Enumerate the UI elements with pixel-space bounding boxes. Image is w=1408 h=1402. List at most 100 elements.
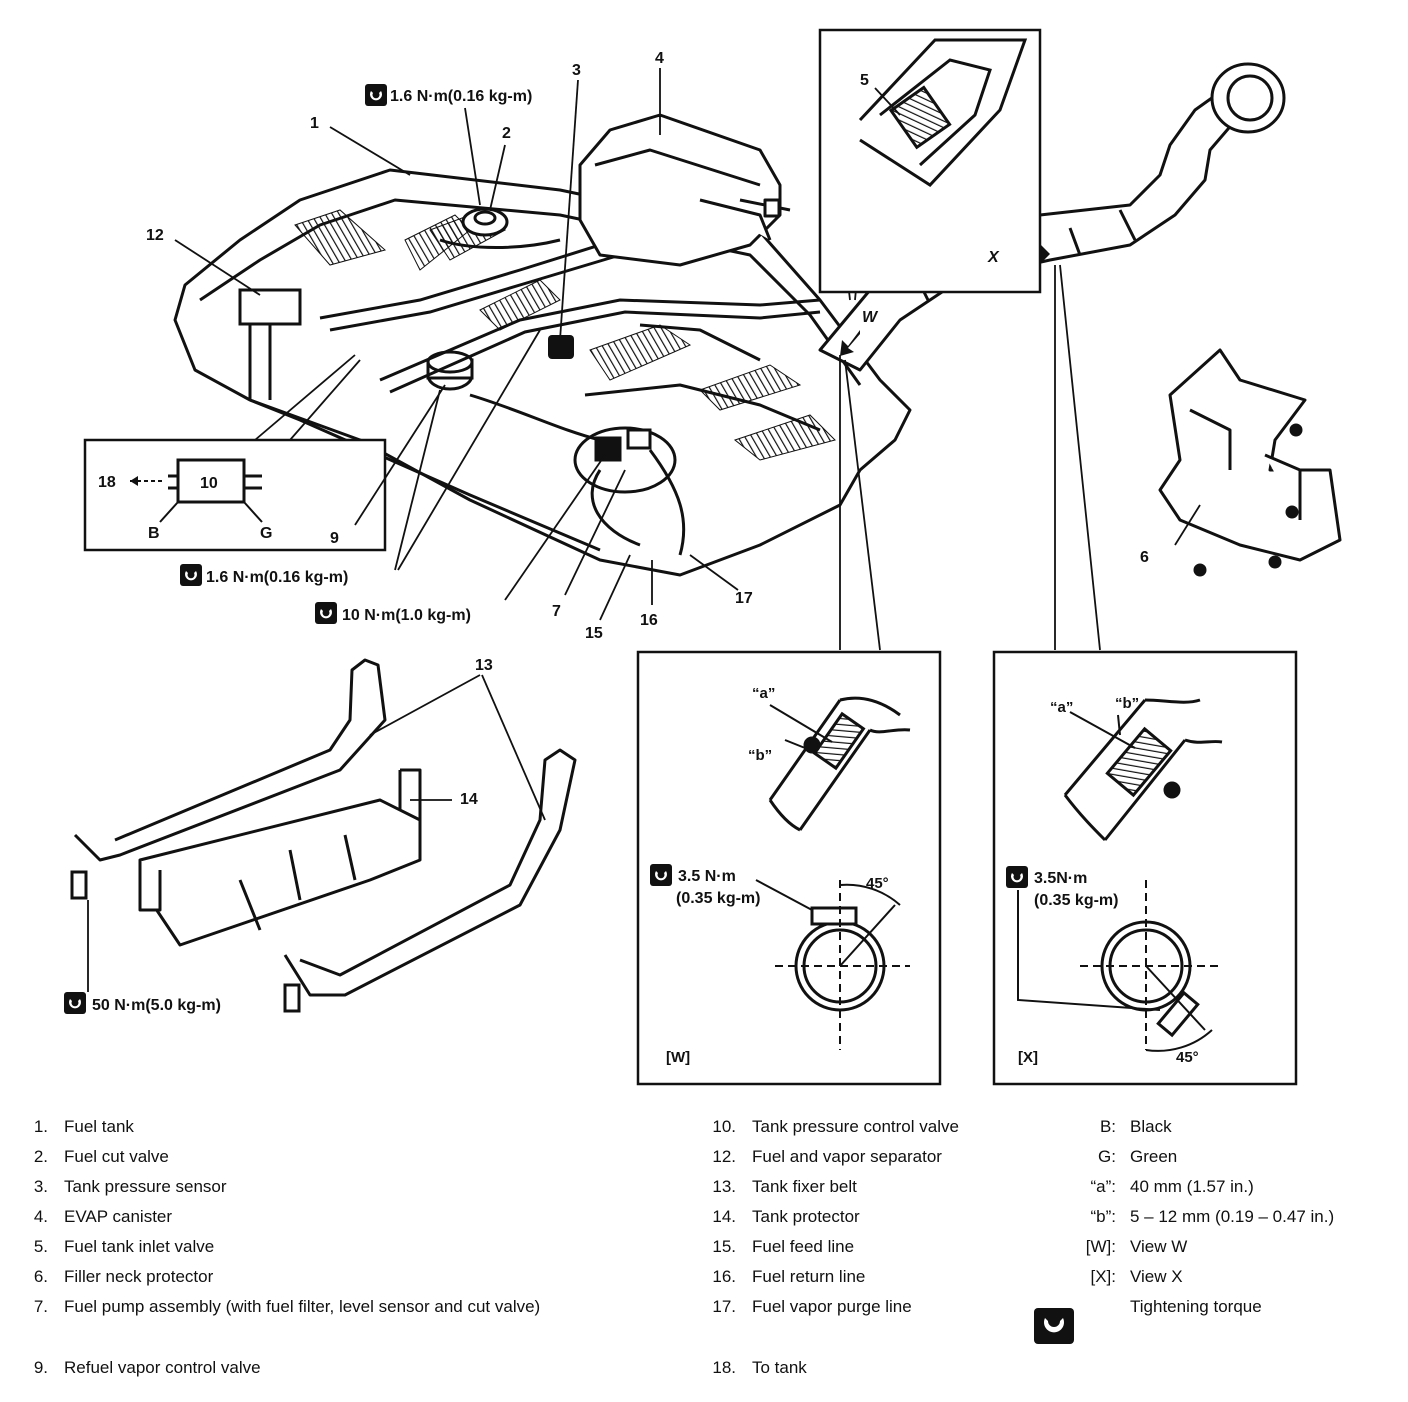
legend-text: Tank fixer belt	[752, 1177, 857, 1196]
legend-number: [X]:	[1090, 1267, 1116, 1286]
view-x-angle: 45°	[1176, 1049, 1199, 1066]
torque-icon	[650, 864, 672, 886]
pressure-control-valve-inset	[83, 438, 387, 552]
legend-number: 15.	[712, 1237, 736, 1256]
legend-text: Tightening torque	[1130, 1297, 1262, 1316]
legend-item: Tightening torque	[0, 1297, 1262, 1317]
legend-text: Filler neck protector	[64, 1267, 214, 1286]
torque-refuel-valve: 1.6 N·m(0.16 kg-m)	[206, 569, 348, 586]
legend-text: Fuel tank inlet valve	[64, 1237, 215, 1256]
callout-10: 10	[200, 475, 218, 492]
legend-text: EVAP canister	[64, 1207, 173, 1226]
callout-13: 13	[475, 657, 493, 674]
callout-4: 4	[655, 50, 664, 67]
legend-item: G: Green	[0, 1147, 1177, 1167]
callout-12: 12	[146, 227, 164, 244]
legend-text: View W	[1130, 1237, 1188, 1256]
view-w-b-label: “b”	[748, 747, 772, 764]
legend-number: 1.	[33, 1117, 48, 1136]
legend-item: [W]: View W	[0, 1237, 1188, 1257]
torque-labels: 1.6 N·m(0.16 kg-m) 1.6 N·m(0.16 kg-m) 10…	[64, 84, 1118, 1014]
callout-x: X	[987, 249, 1000, 266]
legend-number: 2.	[33, 1147, 48, 1166]
view-w-angle: 45°	[866, 875, 889, 892]
legend-item: 5. Fuel tank inlet valve	[0, 1237, 214, 1257]
legend-text: Tank pressure control valve	[752, 1117, 959, 1136]
callout-g: G	[260, 525, 272, 542]
legend-text: Black	[1130, 1117, 1172, 1136]
legend-text: View X	[1130, 1267, 1183, 1286]
legend-item: B:Black	[0, 1117, 1172, 1137]
tank-fixer-belt	[73, 658, 577, 997]
view-x-label: [X]	[1018, 1049, 1038, 1066]
legend-number: [W]:	[1085, 1237, 1116, 1256]
torque-fuel-cut-valve: 1.6 N·m(0.16 kg-m)	[390, 88, 532, 105]
legend-item: 13.Tank fixer belt	[0, 1177, 857, 1197]
legend-text: Refuel vapor control valve	[64, 1358, 261, 1377]
legend-item: 17.Fuel vapor purge line	[0, 1297, 911, 1317]
legend-item: “b”:5 – 12 mm (0.19 – 0.47 in.)	[0, 1207, 1335, 1227]
callout-3: 3	[572, 62, 581, 79]
callout-14: 14	[460, 791, 478, 808]
parts-legend: 1.Fuel tank 2. Fuel cut valve 3.Tank pressu…	[0, 1110, 1408, 1390]
torque-icon	[1006, 866, 1028, 888]
legend-item: 9.Refuel vapor control valve	[0, 1358, 261, 1378]
legend-item: 14.Tank protector	[0, 1207, 859, 1227]
legend-number: “a”:	[1090, 1177, 1117, 1196]
detail-view-w	[636, 650, 942, 1086]
fuel-vapor-separator	[238, 288, 302, 400]
legend-number: 14.	[712, 1207, 736, 1226]
callout-w: W	[862, 309, 879, 326]
legend-number: 10.	[712, 1117, 736, 1136]
legend-item: 6. Filler neck protector	[0, 1267, 213, 1287]
legend-number	[0, 1297, 1116, 1317]
torque-view-w-line2: (0.35 kg-m)	[676, 890, 760, 907]
view-w-a-label: “a”	[752, 685, 775, 702]
legend-number: 7.	[33, 1297, 48, 1316]
fuel-lines	[319, 226, 821, 556]
legend-item: 16. Fuel return line	[0, 1267, 865, 1287]
callout-16: 16	[640, 612, 658, 629]
legend-text: 40 mm (1.57 in.)	[1130, 1177, 1254, 1196]
view-x-b-label: “b”	[1115, 695, 1139, 712]
legend-item: 3.Tank pressure sensor	[0, 1177, 227, 1197]
legend-number: 5.	[33, 1237, 48, 1256]
callout-labels: 1 2 3 4 5 6 7 9 10 12 13 14 15 16 17 18 …	[98, 50, 1149, 808]
legend-number: G:	[1098, 1147, 1116, 1166]
legend-text: Fuel and vapor separator	[752, 1147, 942, 1166]
callout-5: 5	[860, 72, 869, 89]
legend-text: Fuel return line	[752, 1267, 866, 1286]
legend-text: Green	[1130, 1147, 1178, 1166]
tank-pressure-sensor	[548, 335, 574, 359]
belt-bolts	[70, 870, 301, 1013]
legend-number: 6.	[33, 1267, 48, 1286]
fuel-system-diagram: 1 2 3 4 5 6 7 9 10 12 13 14 15 16 17 18 …	[64, 28, 1342, 1086]
legend-item: “a”: 40 mm (1.57 in.)	[0, 1177, 1254, 1197]
legend-number: 16.	[712, 1267, 736, 1286]
legend-item: 1.Fuel tank	[0, 1117, 134, 1137]
legend-text: To tank	[752, 1358, 807, 1377]
callout-1: 1	[310, 115, 319, 132]
callout-7: 7	[552, 603, 561, 620]
callout-leaders	[87, 68, 1201, 992]
legend-item: [X]: View X	[0, 1267, 1183, 1287]
fuel-pump-assembly	[573, 426, 677, 494]
callout-2: 2	[502, 125, 511, 142]
tank-hatching	[294, 209, 836, 461]
legend-item: 12.Fuel and vapor separator	[0, 1147, 942, 1167]
legend-text: Fuel cut valve	[64, 1147, 169, 1166]
legend-text: Fuel feed line	[752, 1237, 855, 1256]
torque-view-x-line2: (0.35 kg-m)	[1034, 892, 1118, 909]
legend-item: 15. Fuel feed line	[0, 1237, 854, 1257]
fuel-cut-valve	[461, 207, 509, 237]
inlet-valve-inset	[818, 28, 1042, 294]
legend-text: Fuel pump assembly (with fuel filter, le…	[64, 1297, 541, 1316]
callout-17: 17	[735, 590, 753, 607]
view-x-a-label: “a”	[1050, 699, 1073, 716]
torque-icon	[315, 602, 337, 624]
legend-item: 2. Fuel cut valve	[0, 1147, 169, 1167]
legend-text: 5 – 12 mm (0.19 – 0.47 in.)	[1130, 1207, 1335, 1226]
torque-view-x-line1: 3.5N·m	[1034, 870, 1087, 887]
callout-18: 18	[98, 474, 116, 491]
callout-6: 6	[1140, 549, 1149, 566]
